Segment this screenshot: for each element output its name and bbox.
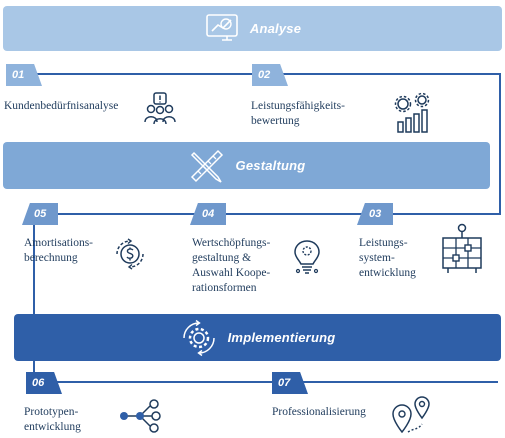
step-07-label: Professionalisierung [272, 406, 366, 418]
group-alert-icon [142, 92, 178, 126]
gears-chart-icon [394, 92, 434, 134]
monitor-analytics-icon [204, 12, 240, 46]
step-02-label: Leistungsfähigkeits- bewertung [251, 100, 345, 127]
step-07-badge: 07 [272, 372, 308, 394]
step-05-badge: 05 [22, 203, 58, 225]
step-06-label: Prototypen- entwicklung [24, 406, 81, 433]
gestaltung-label: Gestaltung [235, 158, 306, 173]
location-pins-icon [390, 394, 436, 436]
analyse-phase-band: Analyse [3, 6, 502, 51]
step-01-label: Kundenbedürfnisanalyse [4, 100, 119, 112]
analyse-label: Analyse [249, 21, 302, 36]
step-02-badge: 02 [252, 64, 288, 86]
implementierung-phase-band: Implementierung [14, 314, 501, 361]
step-03-label: Leistungs- system- entwicklung [359, 237, 416, 279]
gestaltung-phase-band: Gestaltung [3, 142, 490, 189]
money-cycle-icon [112, 236, 148, 272]
step-04-badge: 04 [190, 203, 226, 225]
step-01-badge: 01 [6, 64, 42, 86]
step-06-badge: 06 [26, 372, 62, 394]
flow-line-analyse [6, 73, 501, 383]
system-diagram-icon [440, 222, 484, 276]
gear-cycle-icon [180, 319, 218, 357]
step-04-label: Wertschöpfungs- gestaltung & Auswahl Koo… [192, 237, 271, 294]
lightbulb-icon [292, 238, 322, 278]
step-03-badge: 03 [357, 203, 393, 225]
step-05-label: Amortisations- berechnung [24, 237, 93, 264]
implementierung-label: Implementierung [227, 330, 336, 345]
network-nodes-icon [118, 398, 162, 434]
ruler-pencil-icon [188, 147, 226, 185]
